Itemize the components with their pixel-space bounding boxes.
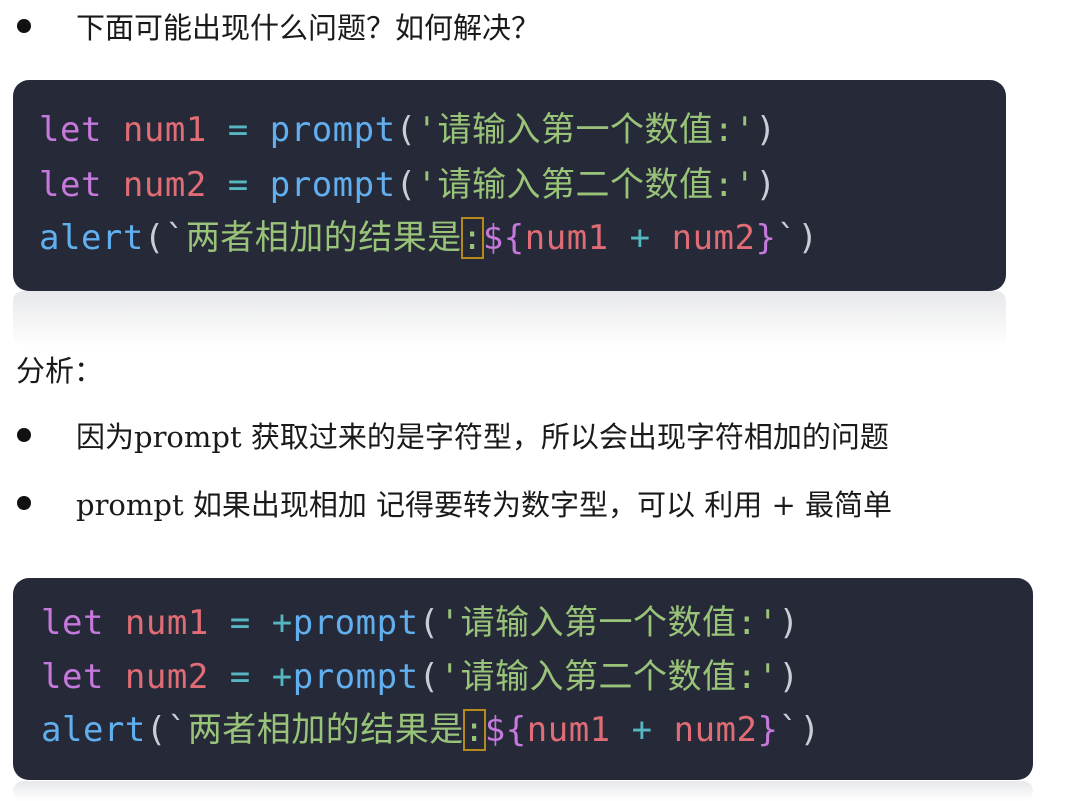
operator: = xyxy=(229,657,251,697)
string-literal: 两者相加的结果是 xyxy=(185,218,462,258)
interp-open: ${ xyxy=(482,218,525,258)
paren: `) xyxy=(778,710,821,750)
variable: num2 xyxy=(122,165,207,205)
bullet-dot-icon xyxy=(17,428,31,442)
variable: num1 xyxy=(526,710,611,750)
paren: (` xyxy=(145,710,188,750)
function-name: prompt xyxy=(269,165,396,205)
function-name: prompt xyxy=(292,603,419,643)
variable: num1 xyxy=(122,110,207,150)
function-name: prompt xyxy=(269,110,396,150)
string-literal: '请输入第一个数值:' xyxy=(416,110,756,150)
interp-close: } xyxy=(755,218,777,258)
string-literal: '请输入第二个数值:' xyxy=(416,165,756,205)
operator: + xyxy=(629,218,651,258)
variable: num1 xyxy=(524,218,609,258)
operator: = xyxy=(227,165,249,205)
code-line: let num2 = +prompt('请输入第二个数值:') xyxy=(41,652,799,702)
paren: (` xyxy=(143,218,186,258)
paren: ( xyxy=(418,603,440,643)
analysis-label: 分析： xyxy=(16,354,104,388)
code-reflection xyxy=(13,781,1033,801)
variable: num2 xyxy=(124,657,209,697)
paren: ( xyxy=(395,165,417,205)
operator: = xyxy=(227,110,249,150)
bullet-text: prompt 如果出现相加 记得要转为数字型，可以 利用 + 最简单 xyxy=(76,488,892,522)
code-line: let num2 = prompt('请输入第二个数值:') xyxy=(39,160,776,210)
variable: num2 xyxy=(671,218,756,258)
function-name: alert xyxy=(41,710,146,750)
paren: ) xyxy=(755,110,777,150)
keyword: let xyxy=(41,657,104,697)
function-name: prompt xyxy=(292,657,419,697)
code-line: alert(`两者相加的结果是:${num1 + num2}`) xyxy=(41,705,820,755)
code-line: let num1 = +prompt('请输入第一个数值:') xyxy=(41,598,799,648)
code-line: alert(`两者相加的结果是:${num1 + num2}`) xyxy=(39,213,818,263)
paren: `) xyxy=(776,218,819,258)
function-name: alert xyxy=(39,218,144,258)
unary-plus: + xyxy=(271,657,293,697)
highlighted-colon: : xyxy=(462,709,486,751)
string-literal: '请输入第二个数值:' xyxy=(439,657,779,697)
paren: ( xyxy=(395,110,417,150)
variable: num1 xyxy=(124,603,209,643)
operator: + xyxy=(631,710,653,750)
highlighted-colon: : xyxy=(460,217,484,259)
paren: ) xyxy=(755,165,777,205)
code-reflection xyxy=(13,291,1006,347)
question-text: 下面可能出现什么问题？如何解决？ xyxy=(76,11,541,45)
keyword: let xyxy=(41,603,104,643)
operator: = xyxy=(229,603,251,643)
variable: num2 xyxy=(673,710,758,750)
bullet-dot-icon xyxy=(17,496,31,510)
interp-open: ${ xyxy=(484,710,527,750)
interp-close: } xyxy=(757,710,779,750)
code-block-original: let num1 = prompt('请输入第一个数值:') let num2 … xyxy=(13,80,1006,291)
code-block-fixed: let num1 = +prompt('请输入第一个数值:') let num2… xyxy=(13,578,1033,780)
bullet-text: 因为prompt 获取过来的是字符型，所以会出现字符相加的问题 xyxy=(76,420,889,454)
paren: ) xyxy=(778,657,800,697)
paren: ) xyxy=(778,603,800,643)
keyword: let xyxy=(39,165,102,205)
unary-plus: + xyxy=(271,603,293,643)
keyword: let xyxy=(39,110,102,150)
string-literal: 两者相加的结果是 xyxy=(187,710,464,750)
bullet-dot-icon xyxy=(17,19,31,33)
code-line: let num1 = prompt('请输入第一个数值:') xyxy=(39,105,776,155)
paren: ( xyxy=(418,657,440,697)
string-literal: '请输入第一个数值:' xyxy=(439,603,779,643)
